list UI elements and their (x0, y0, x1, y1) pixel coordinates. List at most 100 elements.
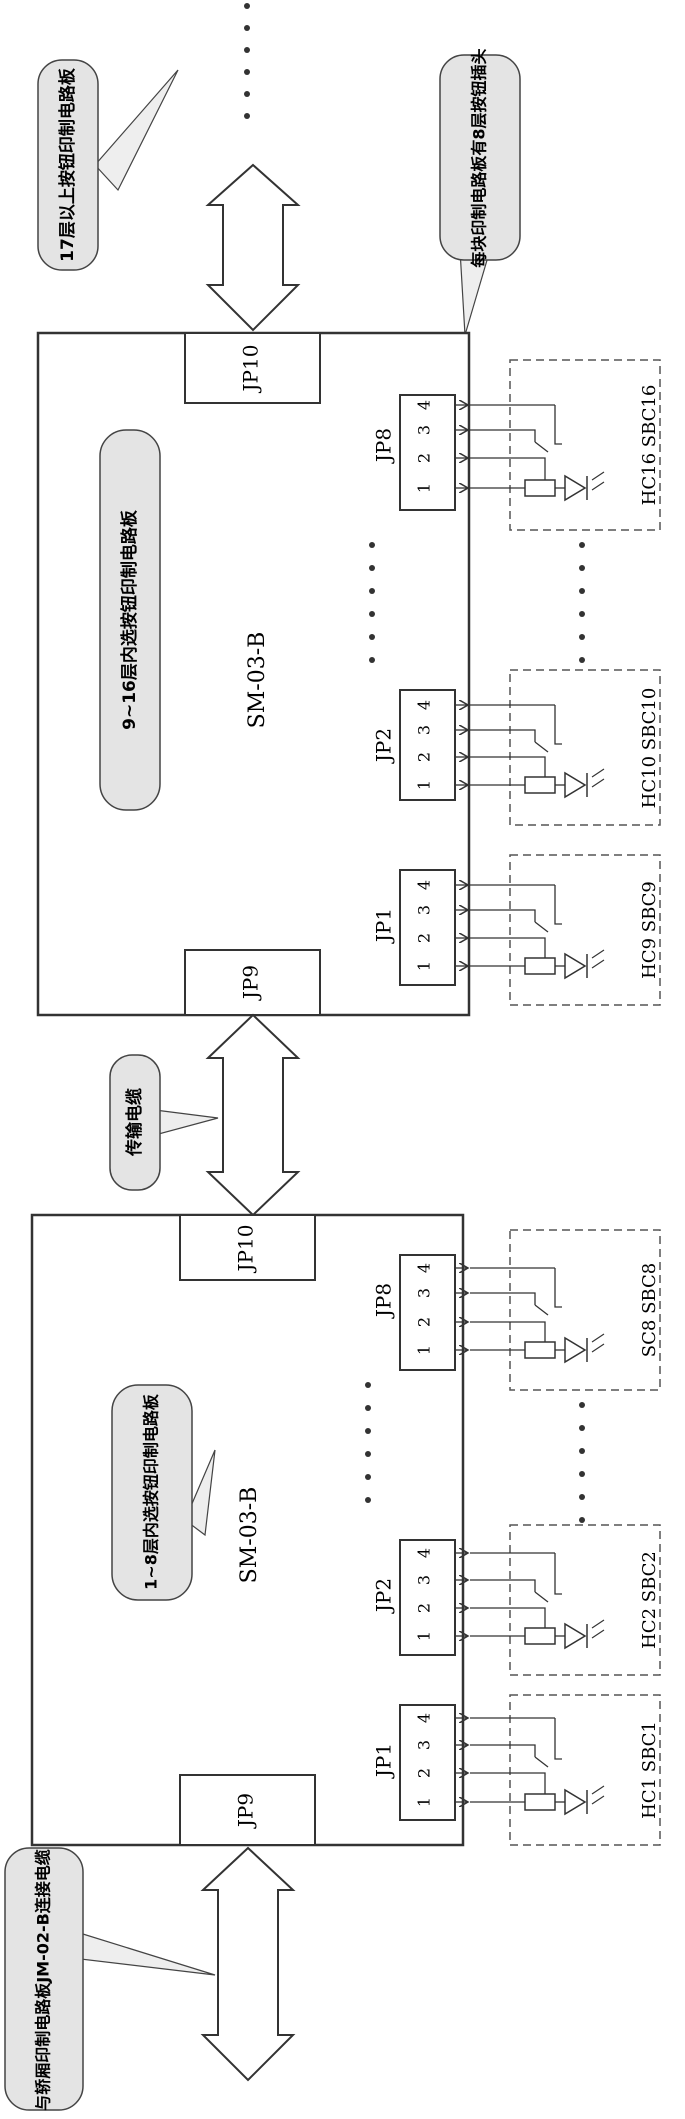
callout-cable-text: 传输电缆 (124, 1088, 145, 1157)
callout-each-board: 每块印制电路板有8层按钮插头 (439, 48, 521, 336)
callout-car-link-text: 与轿厢印制电路板JM-02-B连接电缆 (34, 1849, 53, 2111)
board-2-jp9: JP9 (239, 965, 263, 1001)
switch-contact (554, 1553, 562, 1595)
board-2-jp10: JP10 (239, 345, 263, 394)
wire (470, 729, 536, 742)
board-1-button-group-8: SC8 SBC8 (509, 1229, 661, 1391)
light-ray (591, 1619, 605, 1629)
callout-car-link: 与轿厢印制电路板JM-02-B连接电缆 (4, 1847, 216, 2111)
light-ray (591, 949, 605, 959)
board-1-connector-jp1: JP1 4 3 2 1 (372, 1704, 456, 1821)
board-2-group-dots (579, 542, 585, 663)
pin-label: 2 (415, 1317, 434, 1327)
pin-label: 4 (415, 1548, 434, 1558)
pin-label: 3 (415, 1575, 434, 1585)
wire (470, 1607, 546, 1628)
led-symbol (564, 474, 587, 502)
switch-blade (534, 921, 549, 933)
callout-board-2-text: 9~16层内选按钮印制电路板 (119, 509, 140, 730)
switch-contact (554, 705, 562, 745)
board-1-jp2-label: JP2 (372, 1578, 396, 1614)
callout-cable: 传输电缆 (109, 1054, 219, 1191)
board-1-connector-jp8: JP8 4 3 2 1 (372, 1254, 456, 1371)
board-1-connector-jp2: JP2 4 3 2 1 (372, 1539, 456, 1656)
pin-label: 1 (415, 1345, 434, 1355)
bus-arrow-top (205, 163, 301, 332)
board-2-button-group-16: HC16 SBC16 (509, 359, 661, 531)
resistor-symbol (524, 1341, 556, 1359)
resistor-symbol (524, 776, 556, 794)
board-1-jp8-label: JP8 (372, 1283, 396, 1319)
pin-label: 4 (415, 1263, 434, 1273)
pin-label: 2 (415, 752, 434, 762)
group-label-hc2: HC2 SBC2 (639, 1551, 660, 1649)
pin-label: 2 (415, 453, 434, 463)
board-1-button-group-2: HC2 SBC2 (509, 1524, 661, 1676)
pin-label: 1 (415, 961, 434, 971)
switch-blade (534, 1591, 549, 1603)
wire (470, 756, 546, 777)
switch-blade (534, 1756, 549, 1768)
callout-board-1-text: 1~8层内选按钮印制电路板 (142, 1393, 161, 1590)
group-label-hc16: HC16 SBC16 (639, 385, 660, 506)
switch-contact (554, 405, 562, 445)
switch-contact (554, 1718, 562, 1760)
board-2-button-group-9: HC9 SBC9 (509, 854, 661, 1006)
light-ray (591, 1629, 605, 1639)
pin-label: 4 (415, 400, 434, 410)
pin-label: 1 (415, 1631, 434, 1641)
board-1-group-dots (579, 1402, 585, 1523)
board-2-model: SM-03-B (245, 632, 270, 729)
pin-label: 4 (415, 1713, 434, 1723)
switch-blade (534, 741, 549, 753)
wire (470, 1579, 536, 1592)
board-1-button-group-1: HC1 SBC1 (509, 1694, 661, 1846)
pin-label: 2 (415, 1768, 434, 1778)
wire (470, 457, 546, 480)
group-label-hc9: HC9 SBC9 (639, 881, 660, 979)
light-ray (591, 1343, 605, 1353)
pin-label: 3 (415, 1740, 434, 1750)
pin-label: 1 (415, 1797, 434, 1807)
light-ray (591, 471, 605, 481)
pin-label: 2 (415, 1603, 434, 1613)
board-1: JP10 JP9 SM-03-B 1~8层内选按钮印制电路板 JP8 4 3 2… (30, 1213, 465, 1847)
switch-blade (534, 1304, 549, 1316)
board-2: JP10 JP9 SM-03-B 9~16层内选按钮印制电路板 JP8 4 3 … (36, 331, 471, 1017)
led-symbol (564, 952, 587, 980)
light-ray (591, 768, 605, 778)
board-1-jp1-label: JP1 (372, 1743, 396, 1779)
pin-label: 4 (415, 700, 434, 710)
board-2-connector-jp2: JP2 4 3 2 1 (372, 689, 456, 801)
led-symbol (564, 1788, 587, 1816)
board-1-middle-dots (365, 1382, 371, 1503)
board-2-jp1-label: JP1 (372, 908, 396, 944)
pin-label: 1 (415, 780, 434, 790)
board-2-middle-dots (369, 542, 375, 663)
pin-label: 3 (415, 425, 434, 435)
wire (470, 1292, 536, 1305)
pin-label: 3 (415, 1288, 434, 1298)
switch-contact (554, 1268, 562, 1308)
connector-wiring (455, 405, 605, 1816)
led-symbol (564, 1622, 587, 1650)
pin-label: 4 (415, 880, 434, 890)
callout-board-2: 9~16层内选按钮印制电路板 (99, 429, 161, 811)
switch-blade (534, 441, 549, 453)
led-symbol (564, 771, 587, 799)
group-label-hc1: HC1 SBC1 (639, 1721, 660, 1819)
board-2-jp2-label: JP2 (372, 728, 396, 764)
light-ray (591, 1333, 605, 1343)
board-1-jp9: JP9 (234, 1793, 258, 1829)
board-2-connector-jp1: JP1 4 3 2 1 (372, 869, 456, 986)
light-ray (591, 778, 605, 788)
pin-label: 2 (415, 933, 434, 943)
board-1-jp10: JP10 (234, 1225, 258, 1274)
wire (470, 1321, 546, 1342)
resistor-symbol (524, 479, 556, 497)
group-label-sc8: SC8 SBC8 (639, 1263, 660, 1357)
board-2-jp8-label: JP8 (372, 428, 396, 464)
callout-above-17-text: 17层以上按钮印制电路板 (57, 67, 78, 262)
wire (470, 909, 536, 922)
